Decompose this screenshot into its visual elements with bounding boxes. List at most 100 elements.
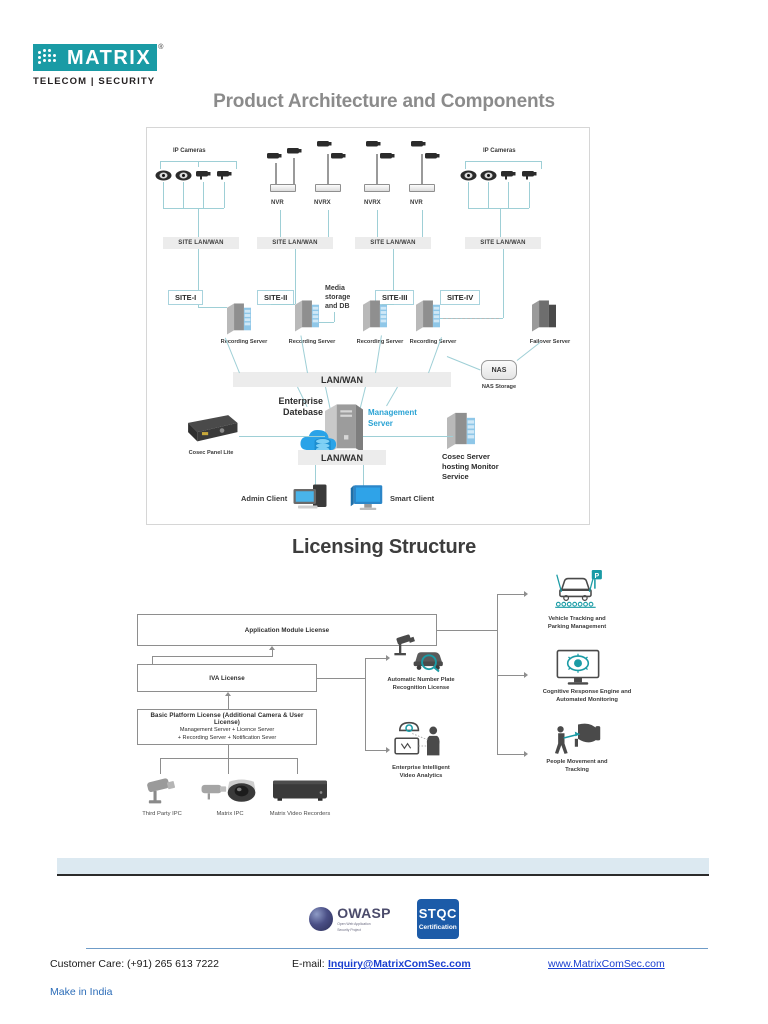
cosec-line-1: Cosec Server <box>442 452 490 461</box>
owasp-logo: OWASP Open Web Application Security Proj… <box>309 906 391 933</box>
recording-server-icon <box>363 300 387 332</box>
media-line-3: and DB <box>325 303 350 310</box>
logo-tagline: TELECOM | SECURITY <box>33 76 156 87</box>
nvr-device-icon <box>315 184 341 192</box>
site-box-3: SITE-III <box>375 290 415 305</box>
basic-platform-line-1: Management Server + Licence Server <box>179 727 275 733</box>
enterprise-database-label: Enterprise Datebase <box>243 396 323 418</box>
nvr-label: NVR <box>410 200 423 206</box>
failover-server-icon <box>532 300 556 332</box>
cosec-server-label: Cosec Server hosting Monitor Service <box>442 452 499 482</box>
cognitive-monitor-icon <box>556 649 600 685</box>
owasp-text-block: OWASP Open Web Application Security Proj… <box>337 906 391 933</box>
bullet-camera-icon <box>501 171 516 180</box>
video-analytics-icon <box>394 721 440 756</box>
bullet-camera-icon <box>267 153 282 159</box>
owasp-tagline-2: Security Project <box>337 928 361 932</box>
vp-caption-line-1: Vehicle Tracking and <box>548 616 606 622</box>
matrix-ipc-label: Matrix IPC <box>216 811 244 817</box>
smart-client-label: Smart Client <box>390 494 435 503</box>
cloud-database-icon <box>300 429 337 456</box>
cosec-server-icon <box>447 412 475 450</box>
lan-wan-bar-top: LAN/WAN <box>233 372 451 387</box>
stqc-sub: Certification <box>418 924 457 931</box>
nvr-label: NVRX <box>314 200 331 206</box>
bullet-camera-icon <box>522 171 537 180</box>
page-title-licensing: Licensing Structure <box>291 536 476 558</box>
make-in-india-text: Make in India <box>50 986 113 998</box>
nas-box: NAS <box>481 360 517 380</box>
site-box-2: SITE-II <box>257 290 295 305</box>
recording-server-label: Recording Server <box>220 339 268 345</box>
email-link[interactable]: Inquiry@MatrixComSec.com <box>328 958 471 970</box>
basic-platform-line-2: + Recording Server + Notification Sever <box>177 735 277 741</box>
people-tracking-caption: People Movement and Tracking <box>522 758 632 774</box>
footer-contact: Customer Care: (+91) 265 613 7222 E-mail… <box>0 958 768 980</box>
application-module-license-label: Application Module License <box>244 626 330 634</box>
page-title-architecture: Product Architecture and Components <box>213 91 555 112</box>
logo-mark-icon <box>33 44 63 71</box>
architecture-diagram: IP Cameras NVR NVRX <box>146 127 590 525</box>
nvr-label: NVRX <box>364 200 381 206</box>
ent-line-1: Enterprise <box>278 396 323 406</box>
iva-license-box: IVA License <box>137 664 317 692</box>
nvr-label: NVR <box>271 200 284 206</box>
site-lan-bar: SITE LAN/WAN <box>465 237 541 249</box>
registered-mark: ® <box>158 44 164 51</box>
vehicle-parking-icon: P <box>555 570 602 608</box>
cosec-panel-lite-icon <box>188 415 238 442</box>
cosec-line-2: hosting Monitor <box>442 462 499 471</box>
va-caption-line-1: Enterprise Intelligent <box>392 765 450 771</box>
site-box-1: SITE-I <box>168 290 204 305</box>
anpr-caption-line-2: Recognition License <box>392 685 450 691</box>
lan-wan-bar-bottom: LAN/WAN <box>298 450 386 465</box>
management-server-label: Management Server <box>368 407 417 429</box>
website-link[interactable]: www.MatrixComSec.com <box>548 958 665 970</box>
footer-contact-row: Customer Care: (+91) 265 613 7222 E-mail… <box>0 958 768 980</box>
nvr-device-icon <box>270 184 296 192</box>
licensing-diagram: Application Module License IVA License B… <box>0 570 768 830</box>
nvr-device-icon <box>409 184 435 192</box>
people-tracking-icon <box>554 723 601 754</box>
customer-care-text: Customer Care: (+91) 265 613 7222 <box>50 958 219 970</box>
bullet-camera-icon <box>217 171 232 180</box>
dome-camera-icon <box>460 170 477 181</box>
logo-row: MATRIX ® <box>33 44 163 71</box>
recording-server-label: Recording Server <box>409 339 457 345</box>
dome-camera-icon <box>155 170 172 181</box>
dome-camera-icon <box>175 170 192 181</box>
recording-server-icon <box>416 300 440 332</box>
basic-platform-title: Basic Platform License (Additional Camer… <box>150 712 304 726</box>
bullet-camera-icon <box>147 778 176 804</box>
email-label: E-mail: <box>292 958 325 970</box>
vp-caption-line-2: Parking Management <box>547 624 607 630</box>
video-analytics-caption: Enterprise Intelligent Video Analytics <box>366 764 476 780</box>
recording-server-label: Recording Server <box>288 339 336 345</box>
nvr-device-icon <box>364 184 390 192</box>
logo-wordmark: MATRIX <box>63 44 158 71</box>
anpr-caption: Automatic Number Plate Recognition Licen… <box>366 676 476 692</box>
matrix-camera-icon <box>201 779 256 802</box>
nas-storage-label: NAS Storage <box>481 384 517 390</box>
dome-camera-icon <box>480 170 497 181</box>
bullet-camera-icon <box>411 141 426 147</box>
mgmt-line-2: Server <box>368 419 393 428</box>
media-storage-label: Media storage and DB <box>325 284 350 311</box>
cm-caption-line-2: Automated Monitoring <box>556 697 618 703</box>
bullet-camera-icon <box>287 148 302 154</box>
bullet-camera-icon <box>366 141 381 147</box>
site-box-4: SITE-IV <box>440 290 481 305</box>
vehicle-parking-caption: Vehicle Tracking and Parking Management <box>522 615 632 631</box>
certification-logos: OWASP Open Web Application Security Proj… <box>0 895 768 943</box>
cosec-panel-label: Cosec Panel Lite <box>188 450 234 456</box>
site-lan-bar: SITE LAN/WAN <box>257 237 333 249</box>
media-line-1: Media <box>325 285 345 292</box>
cosec-line-3: Service <box>442 472 469 481</box>
pt-caption-line-1: People Movement and <box>546 759 608 765</box>
admin-client-icon <box>293 484 327 509</box>
ip-cameras-left-label: IP Cameras <box>173 148 206 154</box>
recording-server-icon <box>227 303 251 335</box>
logo-dot-grid-icon <box>38 48 58 67</box>
basic-platform-license-box: Basic Platform License (Additional Camer… <box>137 709 317 745</box>
management-server-icon <box>325 404 363 456</box>
